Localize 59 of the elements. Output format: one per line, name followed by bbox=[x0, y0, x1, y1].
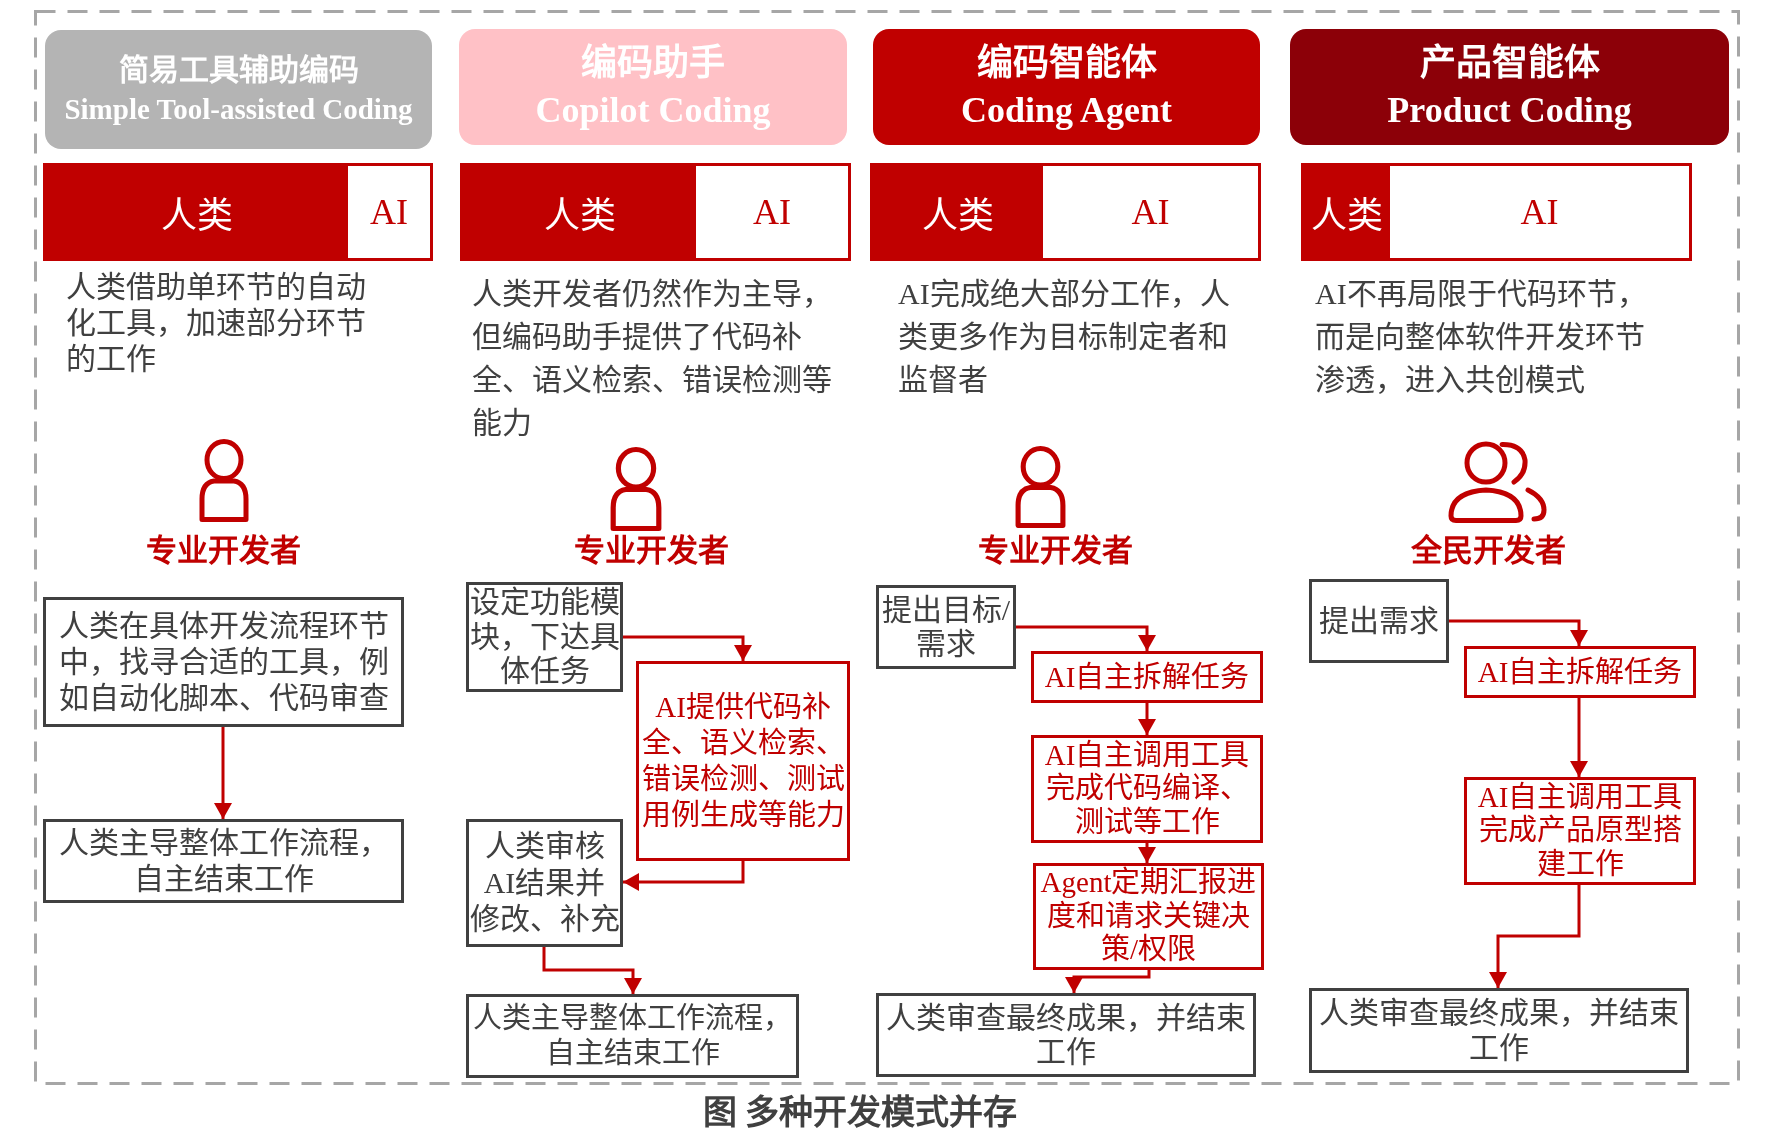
developer-label: 专业开发者 bbox=[977, 533, 1133, 569]
step-box: 人类主导整体工作流程，自主结束工作 bbox=[466, 994, 799, 1078]
mode-title: 编码助手 bbox=[581, 42, 725, 84]
step-box: 人类主导整体工作流程，自主结束工作 bbox=[43, 819, 404, 903]
arrow bbox=[1570, 698, 1588, 777]
human-share-segment: 人类 bbox=[46, 166, 348, 258]
share-bar bbox=[460, 163, 851, 261]
mode-title: 产品智能体 bbox=[1419, 42, 1600, 84]
arrow bbox=[623, 861, 745, 891]
description-text: AI不再局限于代码环节，而是向整体软件开发环节渗透，进入共创模式 bbox=[1315, 276, 1648, 398]
ai-step-box: AI自主调用工具完成代码编译、测试等工作 bbox=[1031, 735, 1263, 843]
developer-label: 全民开发者 bbox=[1410, 533, 1566, 569]
step-box: 设定功能模块，下达具体任务 bbox=[466, 582, 623, 692]
developer-label: 专业开发者 bbox=[573, 533, 729, 569]
step-box: 人类审查最终成果，并结束工作 bbox=[1309, 988, 1689, 1073]
step-box: 人类在具体开发流程环节中，找寻合适的工具，例如自动化脚本、代码审查 bbox=[43, 597, 404, 727]
mode-subtitle: Coding Agent bbox=[960, 90, 1172, 132]
description-text: 人类开发者仍然作为主导，但编码助手提供了代码补全、语义检索、错误检测等能力 bbox=[472, 276, 833, 441]
arrow bbox=[1449, 619, 1588, 646]
mode-header bbox=[1290, 29, 1729, 145]
mode-header bbox=[45, 30, 432, 149]
ai-step-box: AI自主调用工具完成产品原型搭建工作 bbox=[1464, 777, 1696, 885]
ai-share-label: AI bbox=[752, 191, 792, 234]
ai-step-box: AI提供代码补全、语义检索、错误检测、测试用例生成等能力 bbox=[636, 661, 850, 861]
arrow bbox=[623, 635, 752, 661]
step-box: 提出需求 bbox=[1309, 579, 1449, 663]
description-text: AI完成绝大部分工作，人类更多作为目标制定者和监督者 bbox=[898, 276, 1231, 398]
arrow bbox=[1138, 843, 1156, 863]
ai-share-label: AI bbox=[369, 191, 409, 234]
arrow bbox=[1016, 625, 1156, 651]
share-bar bbox=[1301, 163, 1692, 261]
mode-subtitle: Copilot Coding bbox=[535, 90, 771, 132]
step-box: 人类审查最终成果，并结束工作 bbox=[876, 993, 1256, 1077]
mode-title: 编码智能体 bbox=[976, 42, 1157, 84]
ai-step-box: Agent定期汇报进度和请求关键决策/权限 bbox=[1033, 863, 1264, 970]
human-share-segment: 人类 bbox=[463, 166, 696, 258]
figure-caption: 图 多种开发模式并存 bbox=[702, 1093, 1017, 1133]
arrow bbox=[1138, 703, 1156, 735]
human-share-segment: 人类 bbox=[873, 166, 1043, 258]
ai-step-box: AI自主拆解任务 bbox=[1031, 651, 1263, 703]
mode-subtitle: Simple Tool-assisted Coding bbox=[64, 93, 413, 127]
share-bar bbox=[870, 163, 1261, 261]
arrow bbox=[542, 947, 642, 994]
mode-header bbox=[459, 29, 847, 145]
mode-header bbox=[873, 29, 1260, 145]
description-text: 人类借助单环节的自动化工具，加速部分环节的工作 bbox=[66, 269, 367, 377]
arrow bbox=[1489, 885, 1581, 988]
developer-label: 专业开发者 bbox=[145, 533, 301, 569]
ai-share-label: AI bbox=[1519, 191, 1560, 234]
step-box: 提出目标/需求 bbox=[876, 585, 1016, 669]
share-bar bbox=[43, 163, 433, 261]
human-share-segment: 人类 bbox=[1304, 166, 1390, 258]
arrow bbox=[1065, 970, 1151, 993]
mode-subtitle: Product Coding bbox=[1387, 90, 1632, 132]
mode-title: 简易工具辅助编码 bbox=[118, 52, 359, 88]
ai-share-label: AI bbox=[1130, 191, 1171, 234]
step-box: 人类审核AI结果并修改、补充 bbox=[466, 819, 623, 947]
arrow bbox=[214, 727, 232, 819]
ai-step-box: AI自主拆解任务 bbox=[1464, 646, 1696, 698]
